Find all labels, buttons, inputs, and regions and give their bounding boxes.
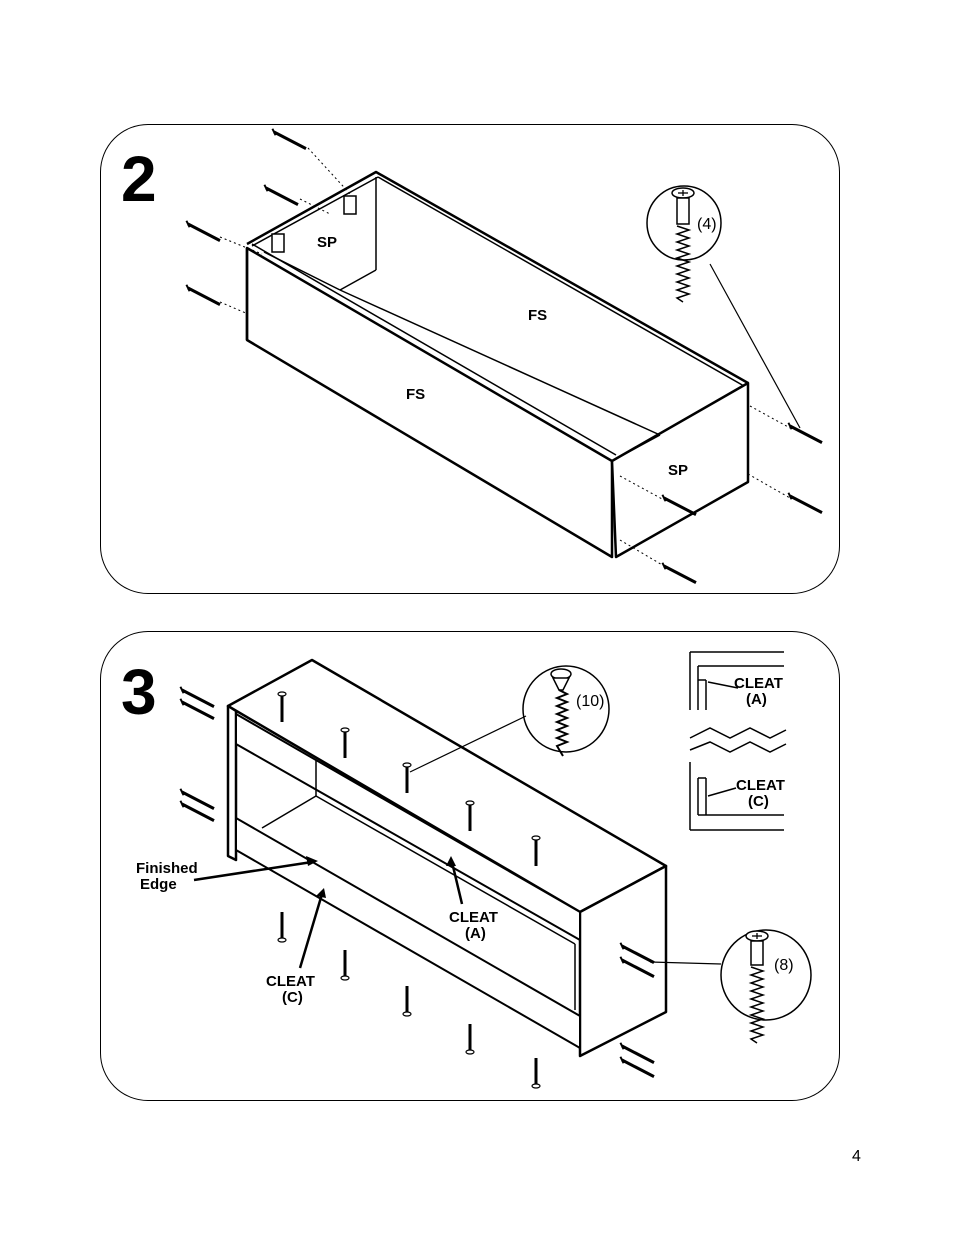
cleat-a-label: CLEAT (A): [449, 909, 502, 942]
detail-cleat-a-label: CLEAT (A): [734, 675, 787, 708]
callout-arrowheads: [306, 856, 456, 898]
label-fs-front: FS: [406, 386, 425, 403]
step-3-cabinet: [226, 658, 668, 1058]
callout-arrows: [193, 860, 464, 969]
label-sp-left: SP: [317, 234, 337, 251]
step-2-screw-paths: [219, 147, 791, 567]
cam-bracket-icon: [271, 195, 357, 253]
label-fs-back: FS: [528, 307, 547, 324]
page-number: 4: [852, 1148, 861, 1165]
screw-detail-circle: [646, 185, 801, 429]
side-screw-detail-circle: [649, 929, 812, 1044]
step-2-number: 2: [121, 143, 157, 215]
detail-cleat-c-label: CLEAT (C): [736, 777, 789, 810]
step-3-side-screw-qty: (8): [774, 957, 794, 974]
wood-screw-icon: [550, 668, 572, 757]
step-2-screw-qty: (4): [697, 216, 717, 233]
screw-icon: [671, 187, 695, 303]
cleat-c-label: CLEAT (C): [266, 973, 319, 1006]
step-3-top-screw-qty: (10): [576, 693, 604, 710]
step-2-panel: 2: [100, 124, 840, 594]
step-2-cabinet: [245, 170, 750, 559]
label-sp-right: SP: [668, 462, 688, 479]
wood-screw-detail-circle: [409, 665, 610, 773]
screw-icon: [745, 930, 769, 1044]
finished-edge-label: Finished Edge: [136, 860, 202, 893]
step-3-number: 3: [121, 656, 157, 728]
cleat-detail-view: [689, 651, 787, 831]
